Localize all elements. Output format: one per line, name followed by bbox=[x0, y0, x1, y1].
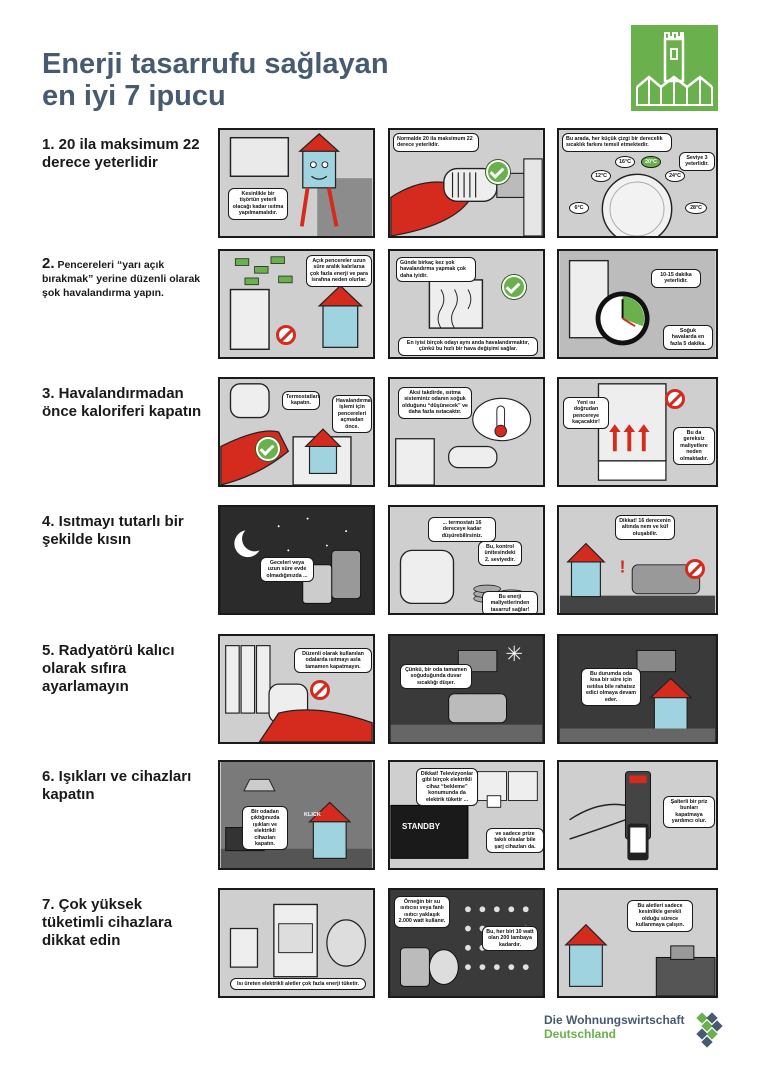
bubble-6-4: Şalterli bir priz bunları kapatmaya yard… bbox=[663, 796, 715, 828]
panel-7-1: Isı üreten elektrikli aletler çok fazla … bbox=[218, 888, 375, 998]
bubble-4-2: ... termostatı 16 dereceye kadar düşüreb… bbox=[428, 517, 496, 543]
footer-brand-line-1: Die Wohnungswirtschaft bbox=[544, 1013, 685, 1027]
tower-logo-icon bbox=[631, 25, 718, 111]
panel-1-1: Kesinlikle bir tişörtün yeterli olacağı … bbox=[218, 128, 375, 238]
panel-3-2: Aksi takdirde, ısıtma sisteminiz odanın … bbox=[388, 377, 545, 487]
panel-4-3: ! Dikkat! 16 derecenin altında nem ve kü… bbox=[557, 505, 718, 615]
bubble-7-4: Bu aletleri sadece kesinlikle gerekli ol… bbox=[627, 900, 693, 932]
panel-5-1: Düzenli olarak kullanılan odalarda ısıtm… bbox=[218, 634, 375, 744]
panel-6-3: Şalterli bir priz bunları kapatmaya yard… bbox=[557, 760, 718, 870]
tip-row-4: 4. Isıtmayı tutarlı bir şekilde kısın Ge… bbox=[0, 505, 763, 623]
checkmark-icon bbox=[502, 275, 526, 299]
tip-row-1: 1. 20 ila maksimum 22 derece yeterlidir … bbox=[0, 128, 763, 246]
svg-text:!: ! bbox=[620, 557, 626, 577]
bubble-1-3: Bu arada, her küçük çizgi bir derecelik … bbox=[562, 133, 672, 152]
temp-label-28: 28°C bbox=[685, 202, 707, 215]
bubble-5-1: Düzenli olarak kullanılan odalarda ısıtm… bbox=[294, 648, 372, 674]
bubble-2-2: Günde birkaç kez şok havalandırma yapmak… bbox=[396, 257, 476, 283]
bubble-3-2: Havalandırma işlemi için pencereleri açm… bbox=[332, 395, 372, 434]
tip-row-5: 5. Radyatörü kalıcı olarak sıfıra ayarla… bbox=[0, 634, 763, 752]
bubble-2-1: Açık pencereler uzun süre aralık kalırla… bbox=[306, 255, 372, 287]
tip-title-3: 3. Havalandırmadan önce kaloriferi kapat… bbox=[42, 385, 202, 420]
standby-screen-label: STANDBY bbox=[402, 822, 441, 831]
bubble-6-2: Dikkat! Televizyonlar gibi birçok elektr… bbox=[416, 768, 478, 807]
bubble-3-1: Termostatları kapatın. bbox=[282, 391, 320, 410]
bubble-1-2: Normalde 20 ila maksimum 22 derece yeter… bbox=[393, 133, 479, 152]
bubble-2-3: En iyisi birçok odayı aynı anda havaland… bbox=[398, 337, 538, 356]
temp-label-6: 6°C bbox=[569, 202, 589, 215]
bubble-4-1: Geceleri veya uzun süre evde olmadığınız… bbox=[260, 557, 314, 583]
prohibited-icon bbox=[276, 325, 296, 345]
checkmark-icon bbox=[486, 160, 510, 184]
bubble-6-1: Bir odadan çıktığınızda ışıkları ve elek… bbox=[242, 806, 288, 851]
tip-title-1: 1. 20 ila maksimum 22 derece yeterlidir bbox=[42, 136, 200, 171]
bubble-1-1: Kesinlikle bir tişörtün yeterli olacağı … bbox=[228, 188, 288, 220]
prohibited-icon bbox=[685, 559, 705, 579]
bubble-4-4: Bu enerji maliyetlerinden tasarruf sağla… bbox=[482, 591, 538, 613]
bubble-4-5: Dikkat! 16 derecenin altında nem ve küf … bbox=[615, 515, 675, 541]
bubble-4-3: Bu, kontrol ünitesindeki 2. seviyedir. bbox=[478, 541, 522, 567]
tip-number-2: 2. bbox=[42, 255, 55, 272]
panel-7-3: Bu aletleri sadece kesinlikle gerekli ol… bbox=[557, 888, 718, 998]
tip-title-6: 6. Işıkları ve cihazları kapatın bbox=[42, 768, 192, 803]
tip-text-2: Pencereleri “yarı açık bırakmak” yerine … bbox=[42, 259, 201, 299]
tip-title-5: 5. Radyatörü kalıcı olarak sıfıra ayarla… bbox=[42, 642, 175, 695]
panel-6-2: Dikkat! Televizyonlar gibi birçok elektr… bbox=[388, 760, 545, 870]
panel-6-1: Bir odadan çıktığınızda ışıkları ve elek… bbox=[218, 760, 375, 870]
prohibited-icon bbox=[310, 680, 330, 700]
bubble-2-5: Soğuk havalarda en fazla 5 dakika. bbox=[663, 325, 713, 351]
brand-mark-icon bbox=[696, 1012, 723, 1048]
panel-2-2: Günde birkaç kez şok havalandırma yapmak… bbox=[388, 249, 545, 359]
tip-row-3: 3. Havalandırmadan önce kaloriferi kapat… bbox=[0, 377, 763, 495]
page-title: Enerji tasarrufu sağlayan en iyi 7 ipucu bbox=[42, 48, 462, 112]
bubble-3-4: Yeni ısı doğrudan pencereye kaçacaktır! bbox=[563, 397, 609, 429]
footer-brand-line-2: Deutschland bbox=[544, 1027, 617, 1041]
temp-label-20: 20°C bbox=[641, 156, 661, 169]
panel-4-2: ... termostatı 16 dereceye kadar düşüreb… bbox=[388, 505, 545, 615]
prohibited-icon bbox=[665, 389, 685, 409]
panel-5-3: Bu durumda oda kısa bir süre için ısıtıl… bbox=[557, 634, 718, 744]
bubble-2-4: 10-15 dakika yeterlidir. bbox=[651, 269, 701, 288]
panel-4-1: Geceleri veya uzun süre evde olmadığınız… bbox=[218, 505, 375, 615]
light-switch-house-illustration bbox=[220, 762, 373, 868]
tip-row-6: 6. Işıkları ve cihazları kapatın Bir oda… bbox=[0, 760, 763, 878]
temp-label-12: 12°C bbox=[591, 170, 611, 183]
power-strip-charger-illustration bbox=[559, 762, 716, 868]
temp-label-24: 24°C bbox=[665, 170, 685, 183]
title-line-2: en iyi 7 ipucu bbox=[42, 80, 226, 112]
bubble-5-2: Çünkü, bir oda tamamen soğuduğunda duvar… bbox=[400, 664, 472, 690]
bubble-5-3: Bu durumda oda kısa bir süre için ısıtıl… bbox=[581, 668, 641, 707]
temp-label-16: 16°C bbox=[615, 156, 635, 169]
panel-1-2: Normalde 20 ila maksimum 22 derece yeter… bbox=[388, 128, 545, 238]
tip-title-4: 4. Isıtmayı tutarlı bir şekilde kısın bbox=[42, 513, 184, 548]
bubble-3-5: Bu da gereksiz maliyetlere neden olmakta… bbox=[673, 427, 715, 466]
money-flying-out-window-illustration bbox=[220, 251, 373, 357]
house-on-couch-illustration bbox=[220, 130, 373, 236]
panel-2-1: Açık pencereler uzun süre aralık kalırla… bbox=[218, 249, 375, 359]
bubble-7-3: Bu, her biri 10 watt olan 200 lambaya ka… bbox=[482, 926, 538, 952]
panel-7-2: Örneğin bir su ısıtıcısı veya fanlı ısıt… bbox=[388, 888, 545, 998]
title-line-1: Enerji tasarrufu sağlayan bbox=[42, 48, 389, 80]
tip-row-7: 7. Çok yüksek tüketimli cihazlara dikkat… bbox=[0, 888, 763, 1006]
bubble-3-3: Aksi takdirde, ısıtma sisteminiz odanın … bbox=[398, 387, 472, 419]
panel-2-3: 10-15 dakika yeterlidir. Soğuk havalarda… bbox=[557, 249, 718, 359]
panel-5-2: Çünkü, bir oda tamamen soğuduğunda duvar… bbox=[388, 634, 545, 744]
bubble-6-3: ve sadece prize takılı olsalar bile şarj… bbox=[486, 828, 543, 854]
click-sound-label: KLICK bbox=[304, 812, 321, 818]
bubble-7-2: Örneğin bir su ısıtıcısı veya fanlı ısıt… bbox=[394, 896, 450, 928]
tip-row-2: 2. Pencereleri “yarı açık bırakmak” yeri… bbox=[0, 249, 763, 367]
panel-3-3: Yeni ısı doğrudan pencereye kaçacaktır! … bbox=[557, 377, 718, 487]
panel-3-1: Termostatları kapatın. Havalandırma işle… bbox=[218, 377, 375, 487]
bubble-1-4: Seviye 3 yeterlidir. bbox=[679, 152, 715, 171]
panel-1-3: Bu arada, her küçük çizgi bir derecelik … bbox=[557, 128, 718, 238]
clock-window-illustration bbox=[559, 251, 716, 357]
bubble-7-1: Isı üreten elektrikli aletler çok fazla … bbox=[230, 978, 366, 991]
tip-title-2: 2. Pencereleri “yarı açık bırakmak” yeri… bbox=[42, 255, 202, 300]
tip-title-7: 7. Çok yüksek tüketimli cihazlara dikkat… bbox=[42, 896, 173, 949]
checkmark-icon bbox=[256, 437, 280, 461]
